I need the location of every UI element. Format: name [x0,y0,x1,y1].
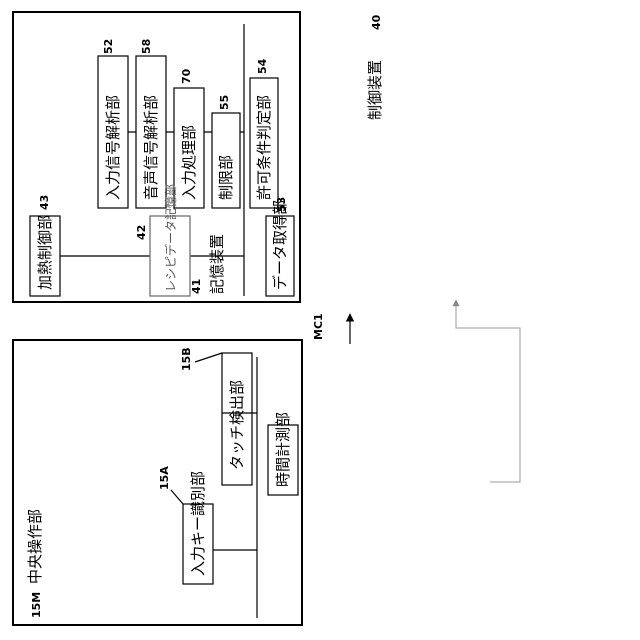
input-key-identification-ref: 15A [158,466,171,490]
restriction-block: 制限部 55 [212,95,240,208]
voice-signal-analysis-block: 音声信号解析部 58 [136,39,166,208]
input-signal-analysis-ref: 52 [102,39,115,54]
storage-device-ref: 41 [190,279,203,294]
restriction-label: 制限部 [217,155,235,200]
touch-detection-ref: 15B [180,347,193,371]
input-processing-block: 入力処理部 70 [174,68,204,208]
control-device-title: 制御装置 [366,60,384,120]
voice-signal-analysis-ref: 58 [140,39,153,54]
input-signal-analysis-label: 入力信号解析部 [104,95,122,200]
heating-control-label: 加熱制御部 [36,215,54,290]
restriction-ref: 55 [218,95,231,110]
touch-detection-label: タッチ検出部 [228,380,246,470]
signal-mc1: MC1 [312,300,520,482]
central-operation-title: 中央操作部 [26,509,44,584]
control-device-ref: 40 [370,14,383,30]
input-processing-label: 入力処理部 [180,125,198,200]
input-key-identification-label: 入力キー識別部 [189,471,207,576]
central-operation-ref: 15M [30,592,43,618]
recipe-data-storage-label: レシピデータ記憶部 [163,184,178,292]
time-measurement-block: 時間計測部 [268,412,298,495]
voice-signal-analysis-label: 音声信号解析部 [142,95,160,200]
time-measurement-label: 時間計測部 [274,412,292,487]
input-processing-ref: 70 [180,68,193,84]
data-acquisition-label: データ取得部 [271,200,289,290]
signal-mc1-ref: MC1 [312,313,325,340]
permission-condition-label: 許可条件判定部 [255,95,273,200]
central-operation-unit: 15M 中央操作部 入力キー識別部 15A タッチ検出部 15B 時間計測部 [13,340,302,625]
signal-mc1-path [456,300,520,482]
permission-condition-block: 許可条件判定部 54 [250,58,278,208]
touch-detection-block: タッチ検出部 15B [180,347,257,485]
data-acquisition-block: データ取得部 53 [266,197,294,296]
permission-condition-ref: 54 [256,58,269,74]
control-device-unit: 40 制御装置 加熱制御部 43 入力信号解析部 52 音声信号解析部 58 入… [13,12,384,302]
heating-control-ref: 43 [38,195,51,210]
data-acquisition-ref: 53 [275,197,288,212]
storage-device-label: 記憶装置 [208,234,226,294]
recipe-data-storage-ref: 42 [135,225,148,240]
